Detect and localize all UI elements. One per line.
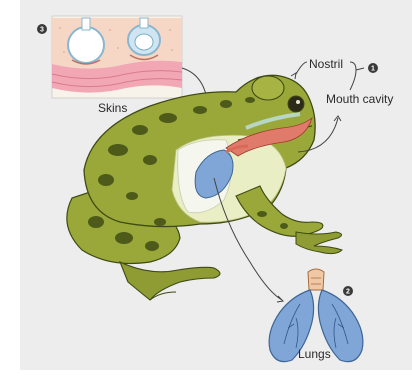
skin-inset xyxy=(52,16,182,98)
marker-two-number: 2 xyxy=(346,289,350,296)
nostril-label: Nostril xyxy=(309,57,343,71)
skins-label: Skins xyxy=(98,101,127,115)
frog-eye xyxy=(288,96,304,112)
skin-gland-left xyxy=(68,27,104,63)
mouth-cavity-label: Mouth cavity xyxy=(326,92,393,106)
larynx xyxy=(308,269,324,290)
lungs-label: Lungs xyxy=(298,347,331,361)
frog-eye-bulge xyxy=(252,76,284,100)
marker-one-number: 1 xyxy=(371,66,375,73)
marker-three-number: 3 xyxy=(40,27,44,34)
